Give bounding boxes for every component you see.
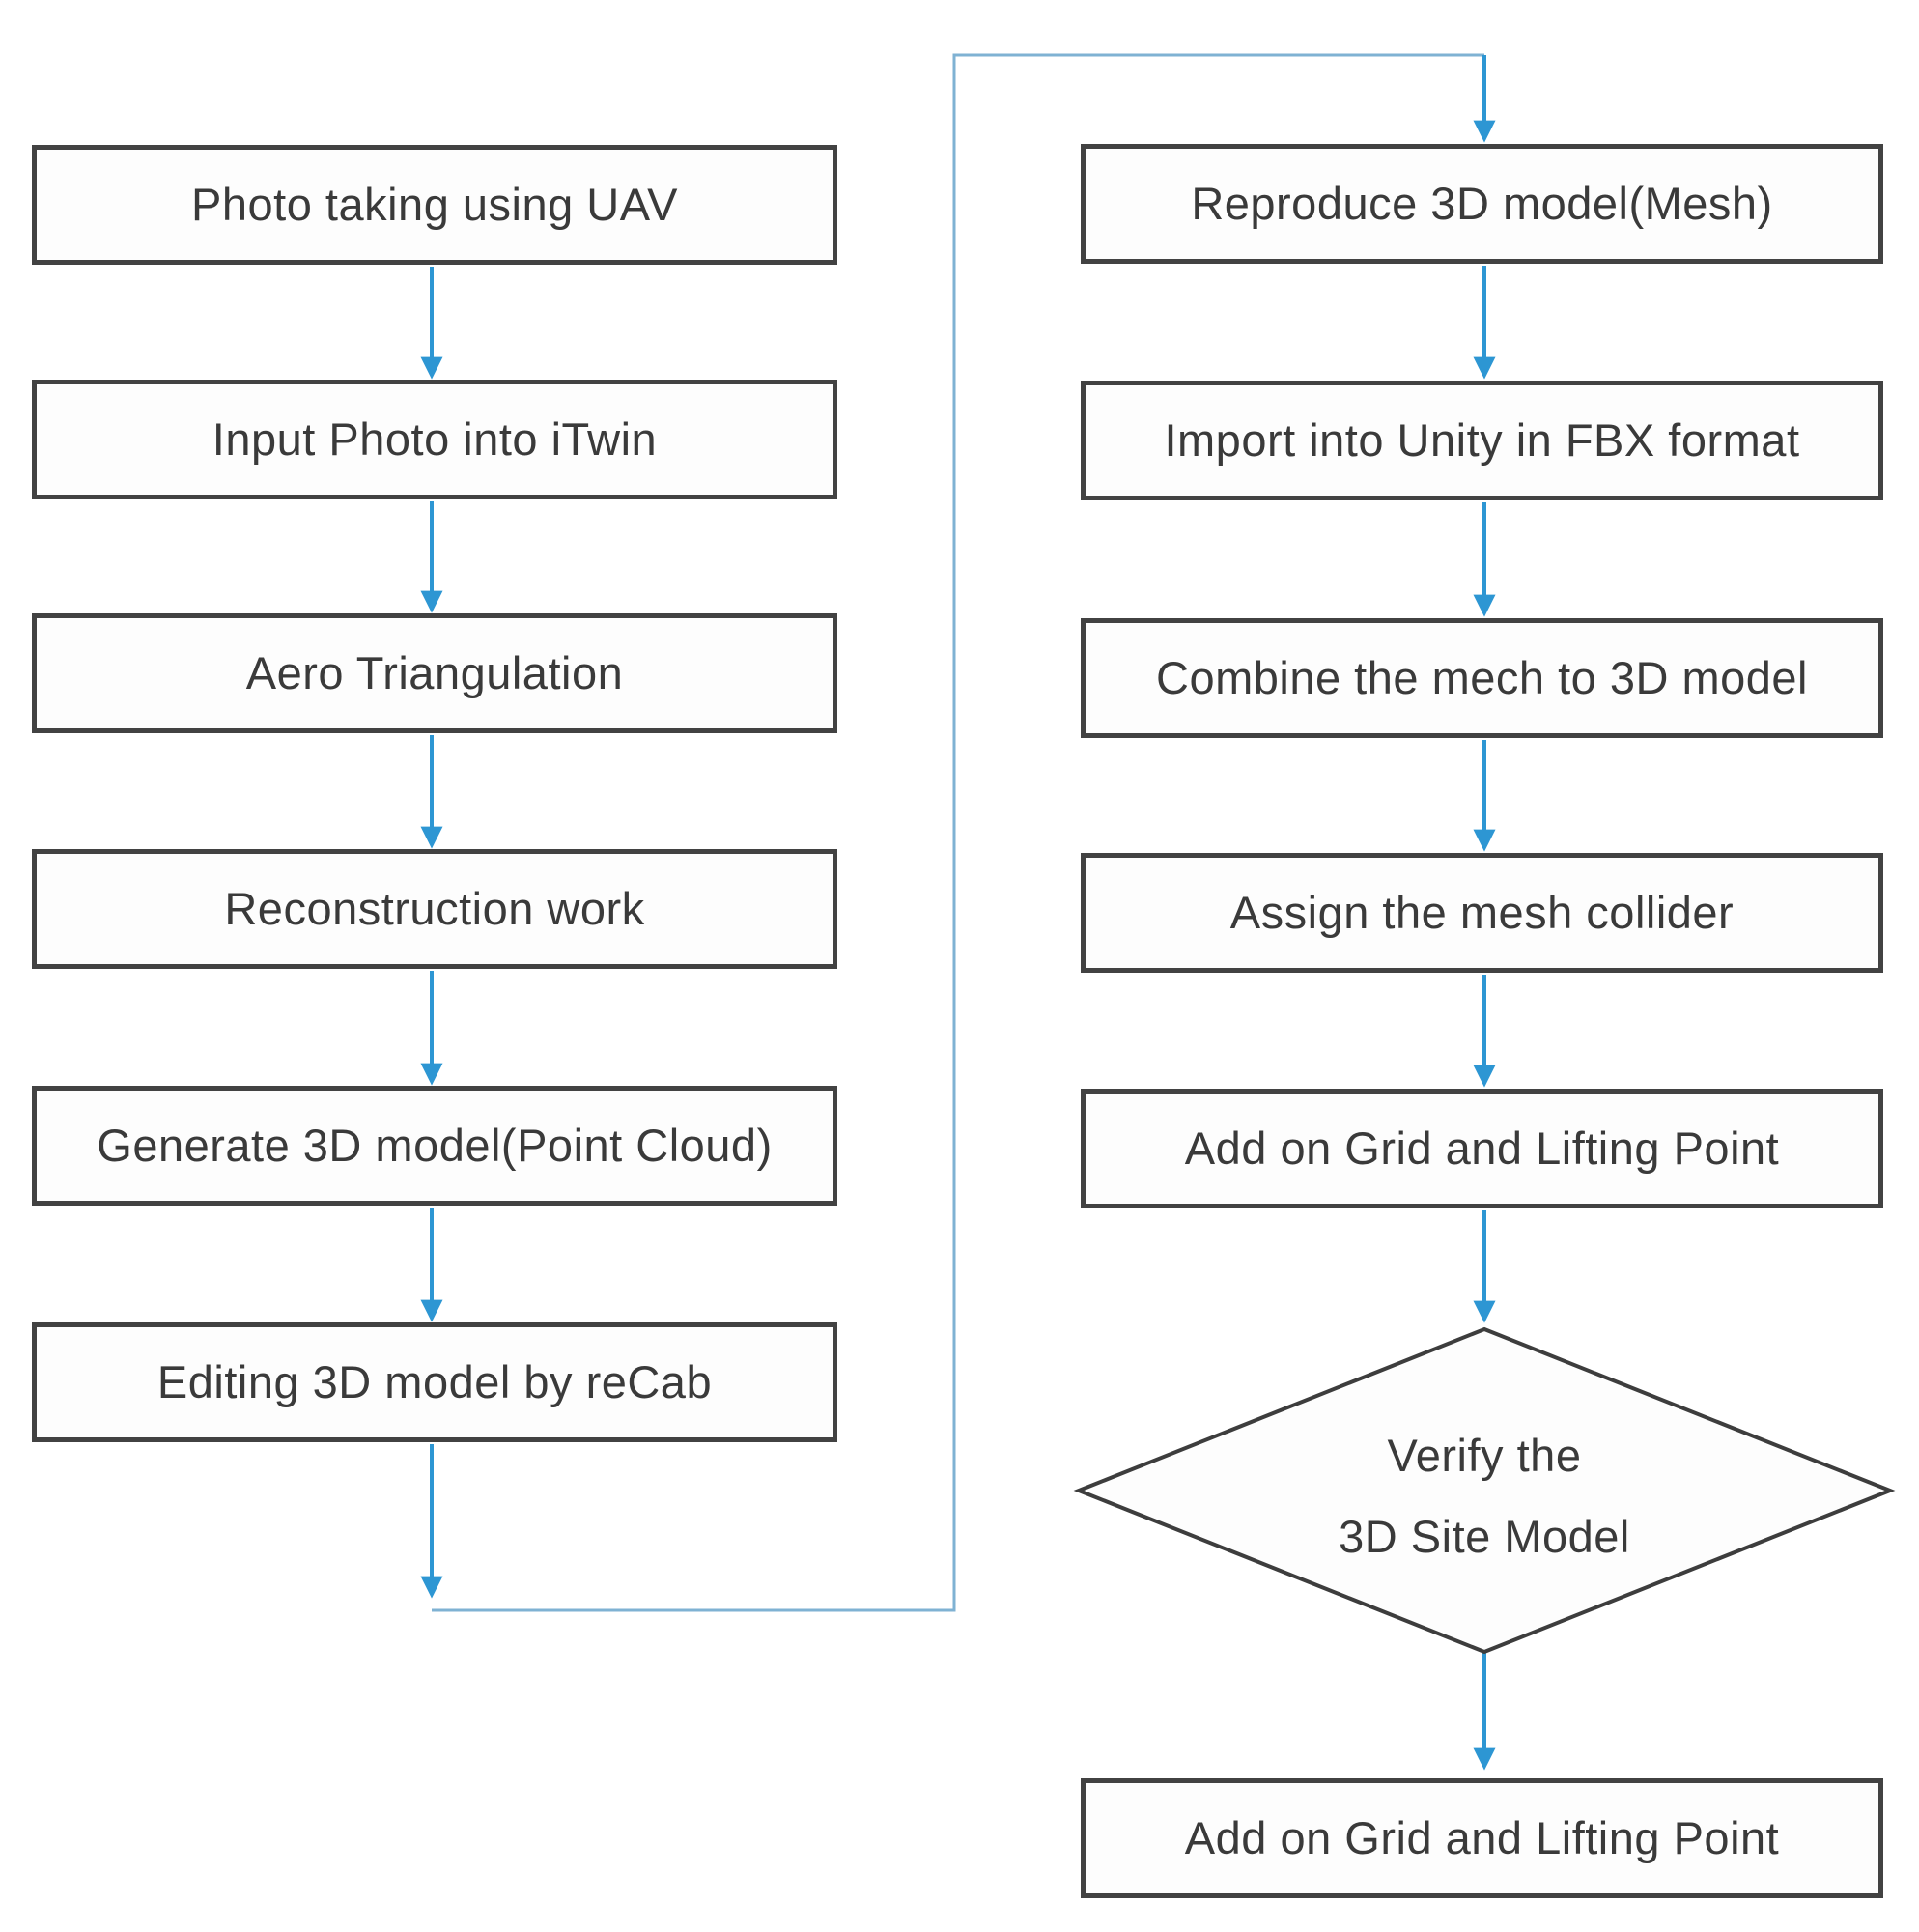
decision-label-line2: 3D Site Model (1339, 1511, 1630, 1562)
node-add-grid-lifting-point-final: Add on Grid and Lifting Point (1081, 1778, 1883, 1898)
decision-diamond (1073, 1326, 1896, 1655)
node-import-unity-fbx: Import into Unity in FBX format (1081, 381, 1883, 500)
node-combine-mech-3d-model: Combine the mech to 3D model (1081, 618, 1883, 738)
node-generate-3d-model-point-cloud: Generate 3D model(Point Cloud) (32, 1086, 837, 1206)
node-input-photo-itwin: Input Photo into iTwin (32, 380, 837, 499)
node-editing-3d-model-recab: Editing 3D model by reCab (32, 1322, 837, 1442)
node-reconstruction-work: Reconstruction work (32, 849, 837, 969)
node-assign-mesh-collider: Assign the mesh collider (1081, 853, 1883, 973)
decision-label-line1: Verify the (1388, 1430, 1582, 1481)
elbow-connector-line (432, 53, 1484, 1612)
node-reproduce-3d-model-mesh: Reproduce 3D model(Mesh) (1081, 144, 1883, 264)
node-add-grid-lifting-point: Add on Grid and Lifting Point (1081, 1089, 1883, 1208)
node-photo-taking-uav: Photo taking using UAV (32, 145, 837, 265)
node-aero-triangulation: Aero Triangulation (32, 613, 837, 733)
